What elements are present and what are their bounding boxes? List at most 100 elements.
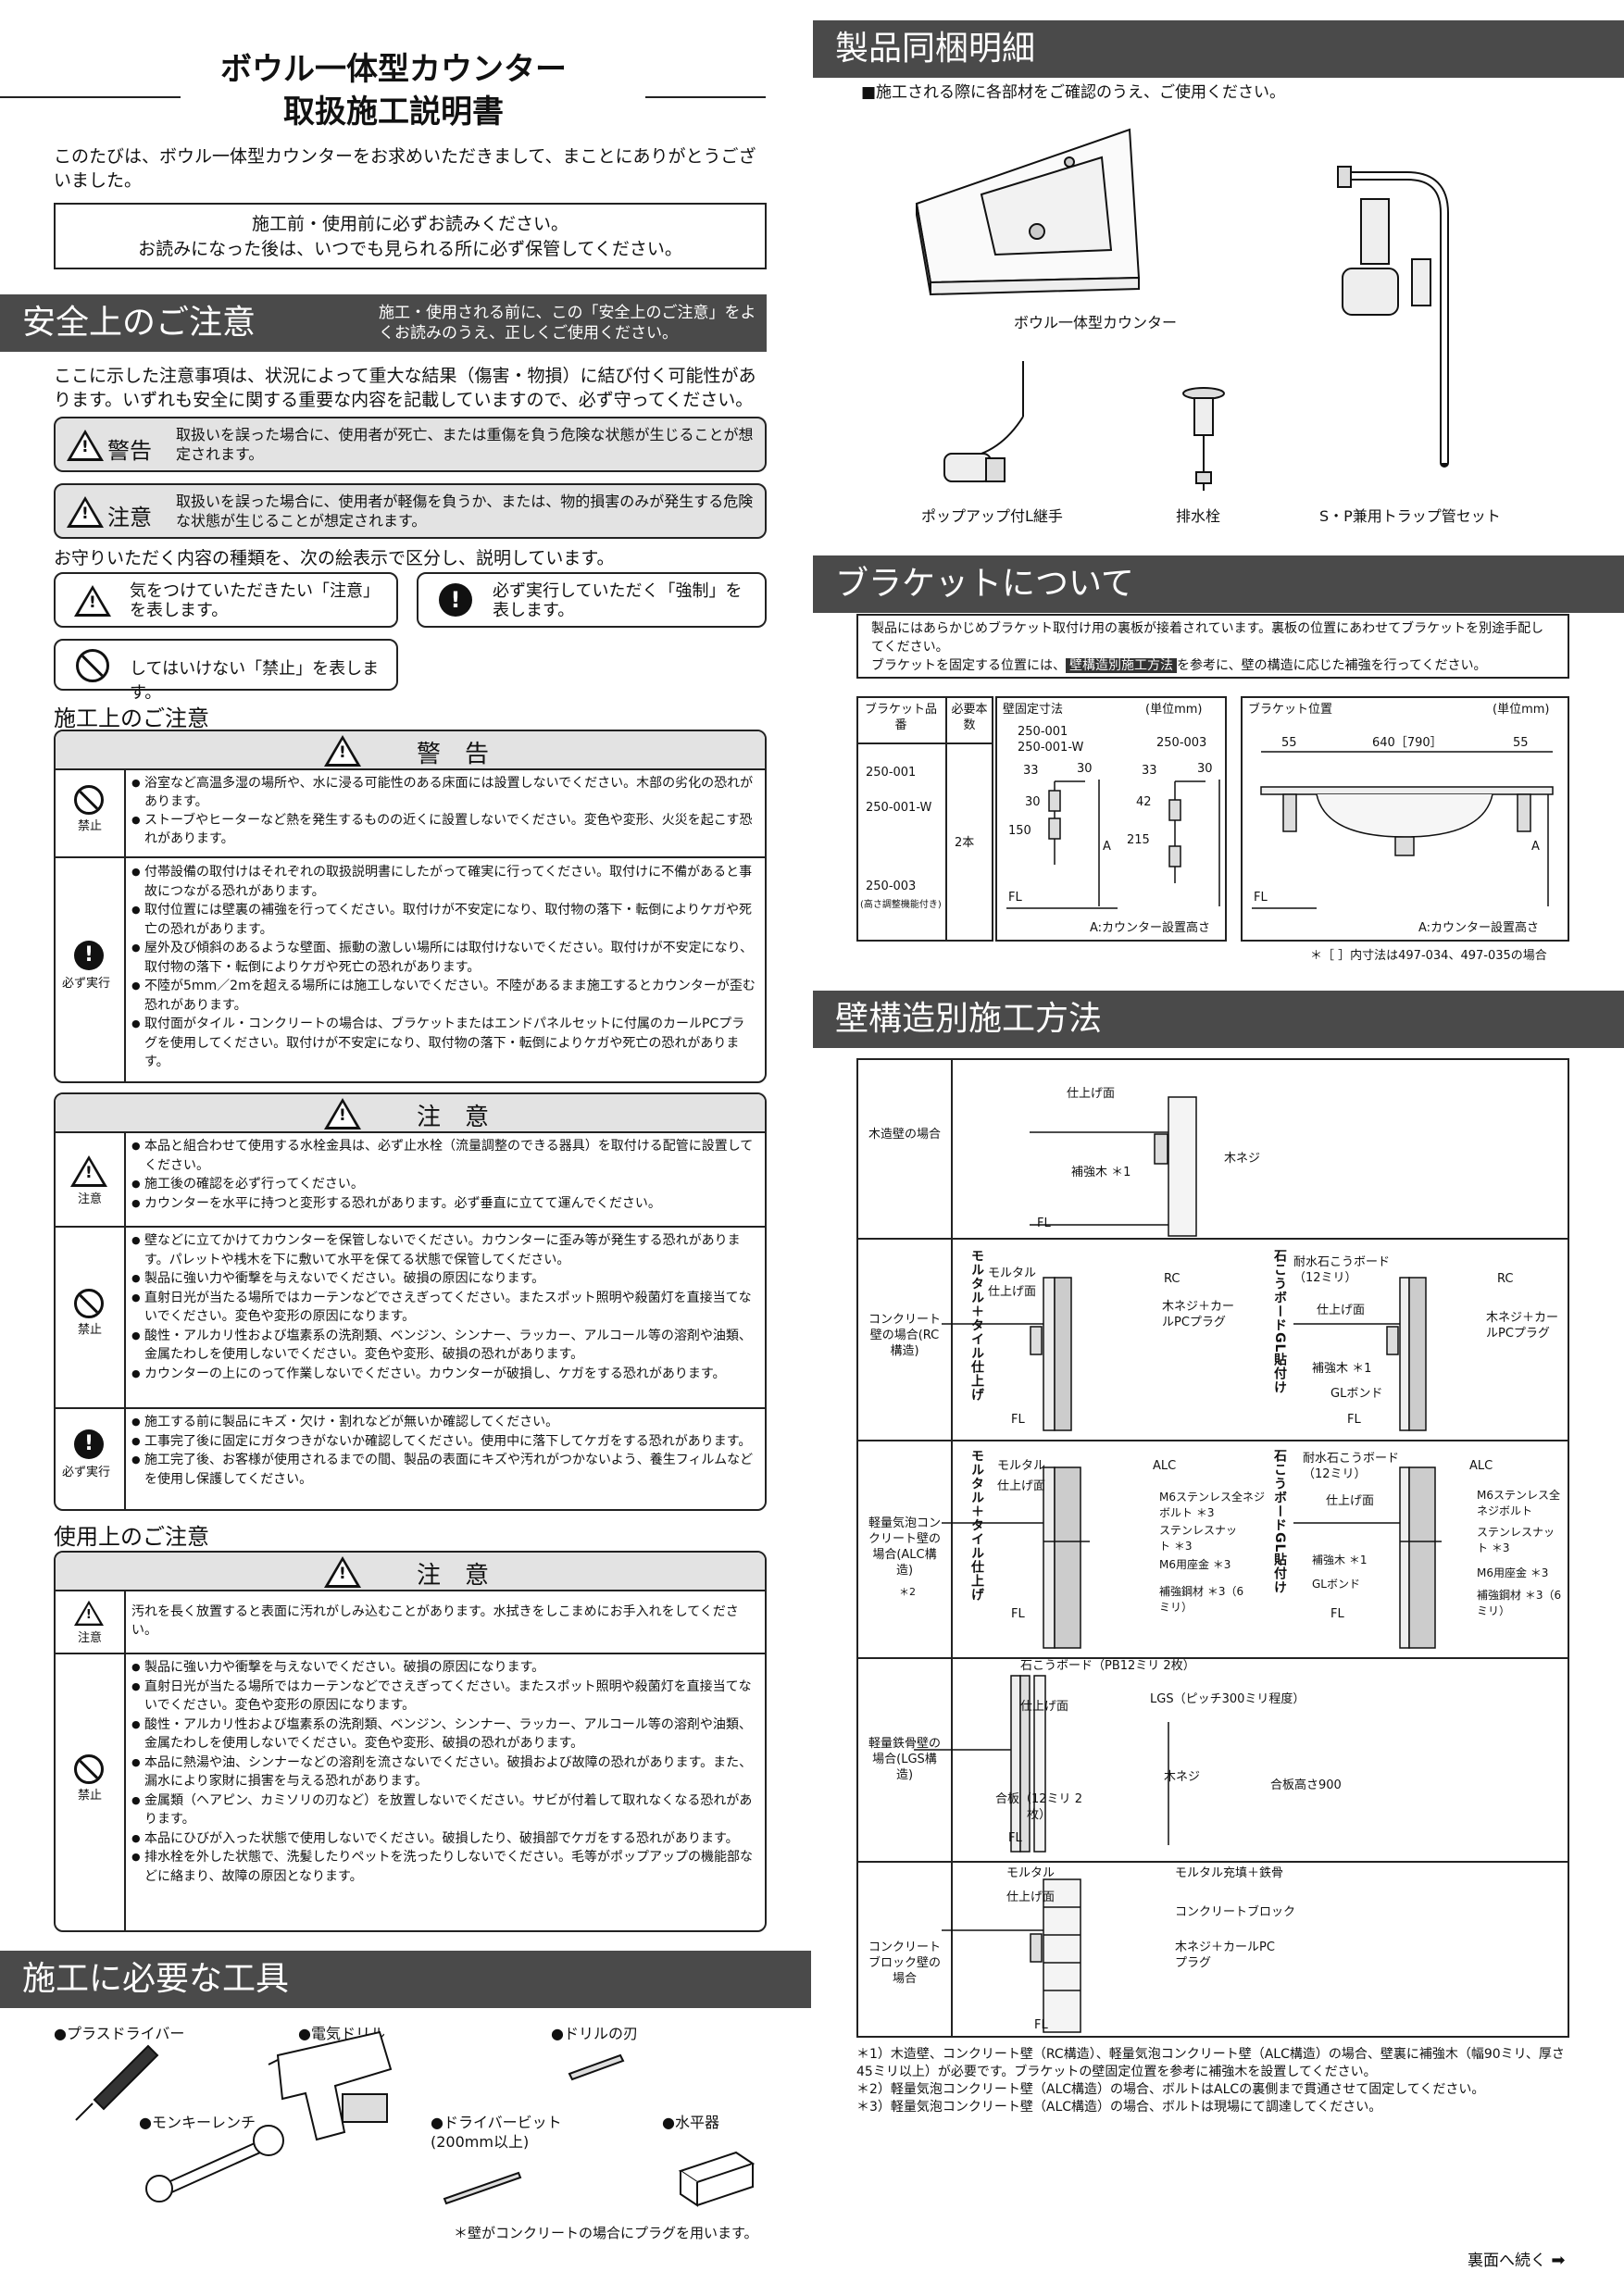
dim-30a: 30 [1077,762,1093,776]
lgs-screw: 木ネジ [1164,1770,1201,1784]
symbol-caution-box: ! 気をつけていただきたい「注意」を表します。 [54,572,398,628]
alc-nut2: ステンレスナット ＊3 [1477,1526,1555,1554]
alc-reinf: 補強木 ＊1 [1312,1554,1368,1566]
walls-heading: 壁構造別施工方法 [835,1000,1103,1038]
construction-warning-box: ! 警 告 禁止 浴室など高温多湿の場所や、水に浸る可能性のある床面には設置しな… [54,730,767,1083]
wood-finish: 仕上げ面 [1067,1087,1116,1101]
usage-row-divider [56,1653,765,1654]
dim-a-1: A [1103,840,1111,854]
alc-washer2: M6用座金 ＊3 [1477,1566,1549,1579]
alc-mortar: モルタル [997,1459,1046,1473]
tools-heading: 施工に必要な工具 [22,1960,290,1998]
tool-bit-label: ●ドリルの刃 [551,2025,638,2042]
pos-dim-left: 55 [1281,736,1297,750]
caution-legend: ! 注意 取扱いを誤った場合に、使用者が軽傷を負うか、または、物的損害のみが発生… [54,483,767,539]
wood-reinf: 補強木 ＊1 [1071,1166,1131,1179]
tools-footnote: ＊壁がコンクリートの場合にプラグを用います。 [454,2225,758,2241]
list-item: 付帯設備の取付けはそれぞれの取扱説明書にしたがって確実に行ってください。取付けに… [131,863,757,901]
title-rule-left [0,96,181,98]
list-item: 施工する前に製品にキズ・欠け・割れなどが無いか確認してください。 [131,1413,757,1432]
alc-board: 耐水石こうボード（12ミリ） [1303,1452,1400,1481]
usage-list: 製品に強い力や衝撃を与えないでください。破損の原因になります。 直射日光が当たる… [131,1658,757,1886]
notice-line2: お読みになった後は、いつでも見られる所に必ず保管してください。 [138,239,682,259]
bracket-position-drawing [1252,751,1554,909]
wood-screw: 木ネジ [1224,1152,1261,1166]
alc-finish2: 仕上げ面 [1326,1494,1375,1508]
list-item: 製品に強い力や衝撃を与えないでください。破損の原因になります。 [131,1269,757,1289]
bracket-model-3: 250-003 [866,880,917,893]
list-item: ストーブやヒーターなど熱を発生するものの近くに設置しないでください。変色や変形、… [131,811,757,848]
rc-gl: GLボンド [1330,1387,1383,1401]
wall-type-alc: 軽量気泡コンクリート壁の場合(ALC構造) [868,1516,941,1578]
rc-screw2: 木ネジ＋カールPCプラグ [1486,1311,1559,1341]
rc-fl: FL [1011,1413,1025,1427]
caution-list-2: 壁などに立てかけてカウンターを保管しないでください。カウンターに歪み等が発生する… [131,1231,757,1383]
caution-list-1: 本品と組合わせて使用する水栓金具は、必ず止水栓（流量調整のできる器具）を取付ける… [131,1137,757,1213]
block-mortar: モルタル [1006,1866,1056,1880]
symbol-mandatory-text: 必ず実行していただく「強制」を表します。 [493,581,743,620]
bracket-position-header: ブラケット位置 [1248,703,1333,717]
fl-label: FL [1008,891,1022,905]
warning-tri-icon: ! [67,430,104,465]
block-block: コンクリートブロック [1175,1905,1296,1919]
drill-bit-icon [568,2053,625,2081]
wall-type-wood: 木造壁の場合 [868,1128,941,1142]
footer-continue-label: 裏面へ続く [1468,2252,1546,2270]
lgs-board: 石こうボード（PB12ミリ 2枚） [1020,1659,1195,1673]
warning-list-2: 付帯設備の取付けはそれぞれの取扱説明書にしたがって確実に行ってください。取付けに… [131,863,757,1072]
alc-vt2: 石こうボードGL貼付け [1272,1449,1287,1595]
popup-joint-illustration [943,361,1024,482]
safety-sub-band: 施工・使用される前に、この「安全上のご注意」をよくお読みのうえ、正しくご使用くだ… [366,294,767,352]
caution-small-label: 注意 [78,1631,103,1645]
symbol-caution-text: 気をつけていただきたい「注意」を表します。 [130,581,380,620]
bracket-heading-band: ブラケットについて [813,555,1624,613]
bracket-note2: ブラケットを固定する位置には、壁構造別施工方法を参考に、壁の構造に応じた補強を行… [871,658,1487,673]
arrow-right-icon: ➡ [1551,2251,1566,2270]
usage-item-1: 汚れを長く放置すると表面に汚れがしみ込むことがあります。水拭きをしこまめにお手入… [131,1604,739,1638]
symbol-prohibited-box: してはいけない「禁止」を表します。 [54,639,398,703]
counter-illustration [915,128,1141,296]
level-icon [678,2151,756,2207]
dim-30c: 30 [1197,762,1213,776]
dim-33a: 33 [1023,764,1039,778]
usage-title-bar: ! 注 意 [56,1553,765,1591]
dim-a-2: A [1531,840,1540,854]
list-item: 施工完了後、お客様が使用されるまでの間、製品の表面にキズや汚れがつかないよう、養… [131,1451,757,1489]
contents-note: ■施工される際に各部材をご確認のうえ、ご使用ください。 [861,83,1286,102]
rc-rc2: RC [1497,1272,1514,1286]
lgs-finish: 仕上げ面 [1020,1700,1069,1714]
contents-heading-band: 製品同梱明細 [813,20,1624,78]
list-item: 施工後の確認を必ず行ってください。 [131,1175,757,1194]
pos-dim-right: 55 [1513,736,1529,750]
wall-type-lgs: 軽量鉄骨壁の場合(LGS構造) [868,1737,941,1782]
wall-fix-table: 壁固定寸法 (単位mm) 250-001 250-001-W 250-003 3… [995,696,1227,942]
footer-continue[interactable]: 裏面へ続く ➡ [1468,2247,1566,2270]
caution-title: 注 意 [417,1104,490,1131]
construction-heading: 施工上のご注意 [54,705,209,731]
wall-type-block: コンクリートブロック壁の場合 [868,1940,941,1986]
bracket-model-2: 250-001-W [866,801,932,815]
bracket-note-box: 製品にはあらかじめブラケット取付け用の裏板が接着されています。裏板の位置にあわせ… [856,614,1569,679]
rc-finish: 仕上げ面 [988,1285,1037,1299]
safety-text: ここに示した注意事項は、状況によって重大な結果（傷害・物損）に結び付く可能性があ… [54,366,756,410]
dim-150: 150 [1008,824,1031,838]
walls-table: 木造壁の場合 コンクリート壁の場合(RC構造) 軽量気泡コンクリート壁の場合(A… [856,1058,1569,2038]
drain-plug-illustration [1182,387,1225,491]
wall-fix-col2: 250-003 [1156,736,1207,750]
dim-30b: 30 [1025,795,1041,809]
bracket-note1: 製品にはあらかじめブラケット取付け用の裏板が接着されています。裏板の位置にあわせ… [871,621,1544,655]
wall-type-rc: コンクリート壁の場合(RC構造) [868,1313,941,1358]
alc-bolt2: M6ステンレス全ネジボルト [1477,1489,1560,1517]
rc-reinf: 補強木 ＊1 [1312,1362,1372,1376]
list-item: 取付位置には壁裏の補強を行ってください。取付けが不安定になり、取付物の落下・転倒… [131,901,757,939]
block-finish: 仕上げ面 [1006,1890,1056,1904]
tool-driverbit-label: ●ドライバービット(200mm以上) [431,2114,562,2151]
list-item: 不陸が5mm／2mを超える場所には施工しないでください。不陸があるまま施工すると… [131,977,757,1015]
prohibited-icon [74,785,104,815]
prohibited-label: 禁止 [78,1789,103,1803]
wrench-icon [145,2125,284,2202]
dim-33b: 33 [1142,764,1157,778]
alc-fl2: FL [1330,1607,1344,1621]
driver-bit-icon [443,2171,522,2205]
mandatory-icon: ! [74,1429,104,1459]
